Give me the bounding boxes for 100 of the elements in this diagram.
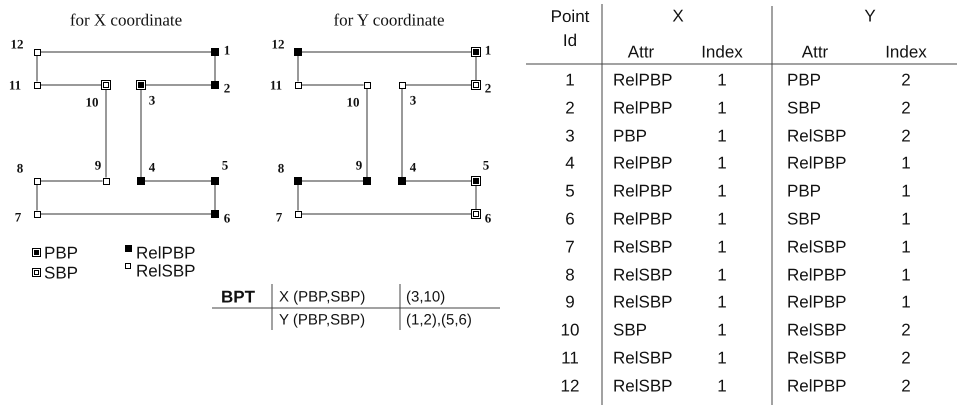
vertex-marker [294, 177, 302, 185]
point-number: 10 [86, 96, 98, 108]
point-number: 2 [484, 82, 492, 94]
table-cell: 1 [717, 350, 727, 366]
table-cell: RelSBP [613, 294, 673, 311]
vertex-marker [211, 177, 219, 185]
point-number: 9 [94, 158, 102, 172]
table-cell: PBP [613, 127, 648, 144]
polygon-edge [144, 180, 212, 182]
column-header: Attr [628, 44, 654, 60]
point-number: 1 [484, 44, 492, 56]
vertex-marker [34, 178, 40, 184]
vertex-marker [471, 47, 481, 57]
vertex-marker [34, 210, 40, 218]
table-cell: 11 [561, 350, 579, 366]
table-cell: 3 [565, 127, 575, 144]
table-cell: 2 [901, 377, 911, 394]
point-number: 5 [482, 158, 490, 172]
table-cell: 1 [717, 127, 727, 144]
table-cell: RelPBP [787, 154, 847, 172]
table-cell: (3,10) [406, 290, 446, 304]
table-cell: RelPBP [787, 266, 847, 284]
table-cell: RelSBP [787, 350, 847, 366]
polygon-edge [146, 84, 212, 86]
polygon-edge [40, 84, 102, 86]
table-cell: 1 [901, 154, 911, 172]
table-cell: RelPBP [787, 294, 847, 311]
table-cell: 1 [901, 238, 911, 256]
table-cell: SBP [787, 99, 822, 116]
vertex-marker [471, 176, 481, 186]
column-header: Point Id [550, 6, 590, 52]
table-cell: 2 [901, 127, 911, 144]
vertex-marker [137, 177, 145, 185]
point-number: 11 [8, 78, 22, 92]
point-number: 8 [16, 162, 24, 174]
point-number: 6 [224, 212, 230, 224]
table-cell: Y (PBP,SBP) [279, 312, 366, 328]
table-cell: SBP [787, 210, 822, 228]
table-cell: SBP [613, 322, 648, 339]
vertex-marker [101, 80, 111, 90]
point-number: 4 [410, 160, 416, 174]
table-cell: (1,2),(5,6) [406, 312, 472, 328]
table-cell: 1 [901, 266, 911, 284]
table-cell: 1 [565, 72, 575, 88]
table-cell: 1 [901, 210, 911, 228]
table-cell: 2 [565, 99, 575, 116]
column-header: Index [701, 44, 743, 60]
vertex-marker [34, 82, 40, 88]
table-cell: 5 [565, 182, 575, 200]
legend-label: RelSBP [136, 262, 196, 280]
table-cell: RelSBP [613, 238, 673, 256]
vertex-marker [364, 82, 370, 88]
polygon-edge [214, 184, 216, 210]
table-cell: RelSBP [787, 322, 847, 339]
table-cell: 10 [560, 322, 580, 339]
point-number: 9 [356, 158, 362, 172]
point-number: 3 [148, 94, 156, 106]
table-cell: 7 [565, 238, 575, 256]
column-header: Index [885, 44, 927, 60]
drawing-title: for X coordinate [70, 12, 182, 28]
table-cell: 2 [901, 350, 911, 366]
polygon-edge [214, 56, 216, 82]
table-cell: 1 [717, 238, 727, 256]
vertex-marker [294, 82, 302, 88]
table-heading: BPT [221, 288, 255, 306]
point-number: 8 [278, 162, 284, 174]
table-cell: RelPBP [787, 377, 847, 394]
table-cell: RelSBP [787, 238, 847, 256]
table-cell: 1 [717, 182, 727, 200]
table-cell: PBP [787, 72, 822, 88]
point-number: 11 [270, 78, 282, 92]
vertex-marker [211, 210, 219, 218]
table-cell: 12 [560, 377, 580, 394]
polygon-edge [302, 180, 364, 182]
point-number: 5 [222, 158, 228, 172]
table-cell: 1 [901, 182, 911, 200]
point-number: 1 [224, 44, 230, 56]
table-cell: RelPBP [613, 154, 673, 172]
vertex-marker [363, 177, 371, 185]
point-number: 4 [148, 160, 156, 174]
vertex-marker [398, 177, 406, 185]
point-number: 10 [346, 96, 360, 108]
vertex-marker [398, 82, 406, 88]
polygon-edge [40, 180, 103, 182]
table-cell: RelSBP [613, 377, 673, 394]
polygon-edge [36, 184, 38, 211]
table-cell: 2 [901, 99, 911, 116]
column-header: Attr [802, 44, 828, 60]
vertex-marker [211, 48, 219, 56]
table-cell: 1 [717, 72, 727, 88]
polygon-edge [301, 84, 364, 86]
point-number: 2 [224, 82, 230, 94]
table-cell: X (PBP,SBP) [279, 290, 366, 304]
point-number: 7 [276, 210, 282, 224]
table-cell: 1 [717, 210, 727, 228]
table-cell: RelSBP [787, 127, 847, 144]
point-number: 3 [410, 94, 416, 106]
point-number: 7 [14, 210, 22, 224]
table-cell: 1 [717, 322, 727, 339]
table-cell: 2 [901, 72, 911, 88]
